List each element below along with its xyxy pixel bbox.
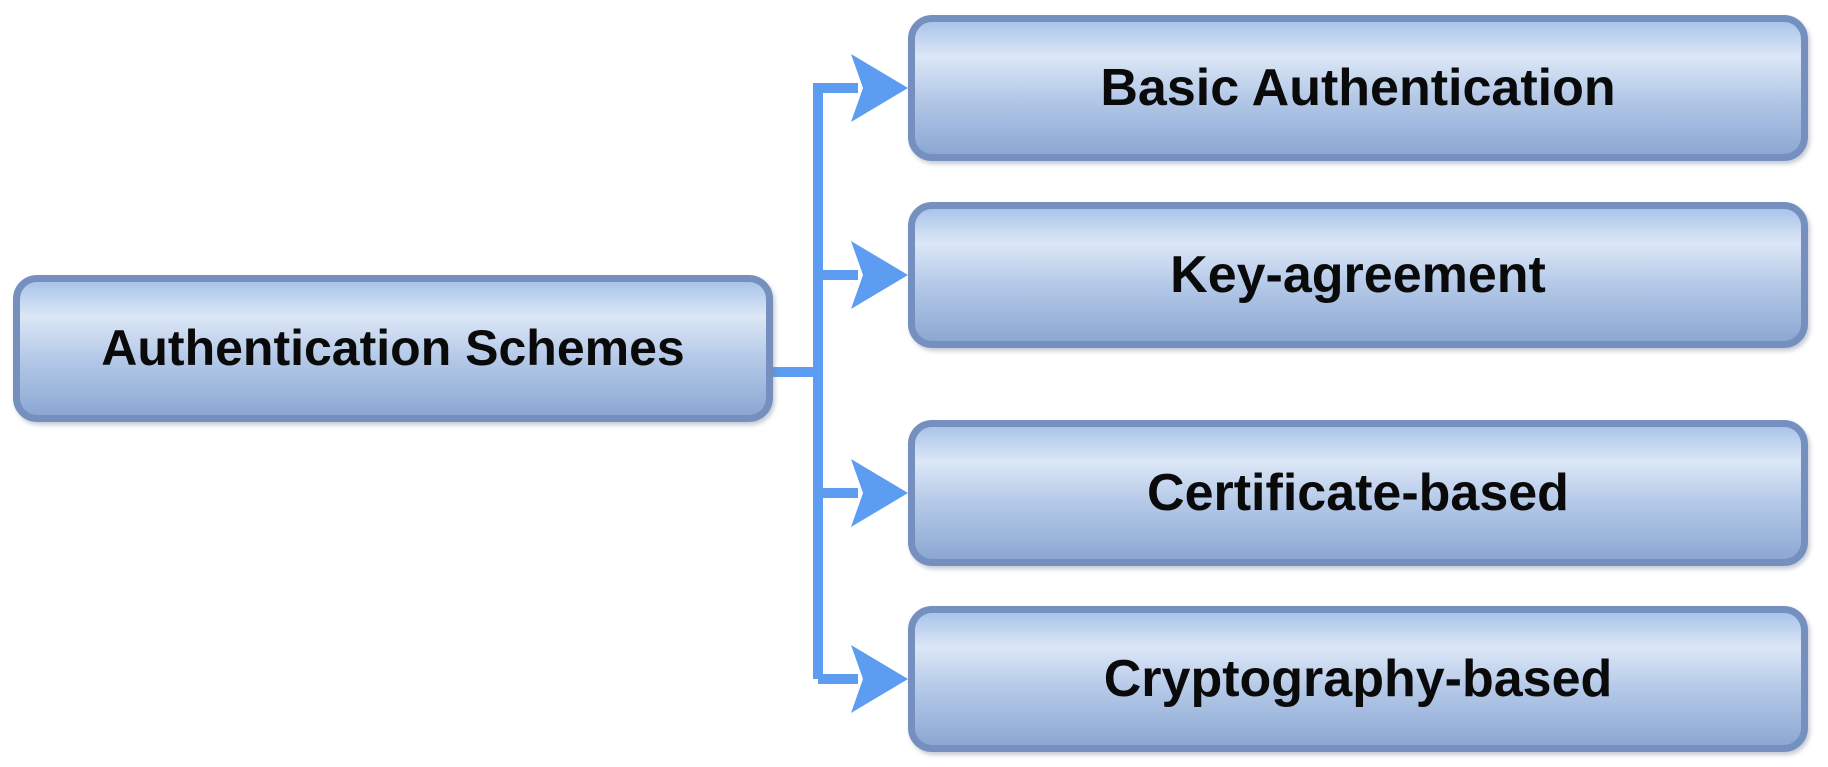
node-key-agreement: Key-agreement (908, 202, 1808, 348)
node-label: Cryptography-based (1103, 649, 1613, 708)
node-basic-authentication: Basic Authentication (908, 15, 1808, 161)
node-label: Key-agreement (1170, 245, 1546, 304)
node-label: Authentication Schemes (101, 320, 685, 377)
arrowhead-icon (851, 645, 908, 713)
arrowhead-icon (851, 241, 908, 309)
node-label: Basic Authentication (1100, 58, 1616, 117)
node-authentication-schemes: Authentication Schemes (13, 275, 773, 422)
arrowhead-icon (851, 459, 908, 527)
node-cryptography-based: Cryptography-based (908, 606, 1808, 752)
node-label: Certificate-based (1147, 463, 1569, 522)
node-certificate-based: Certificate-based (908, 420, 1808, 566)
arrowhead-icon (851, 54, 908, 122)
connector-trunk (813, 83, 858, 679)
